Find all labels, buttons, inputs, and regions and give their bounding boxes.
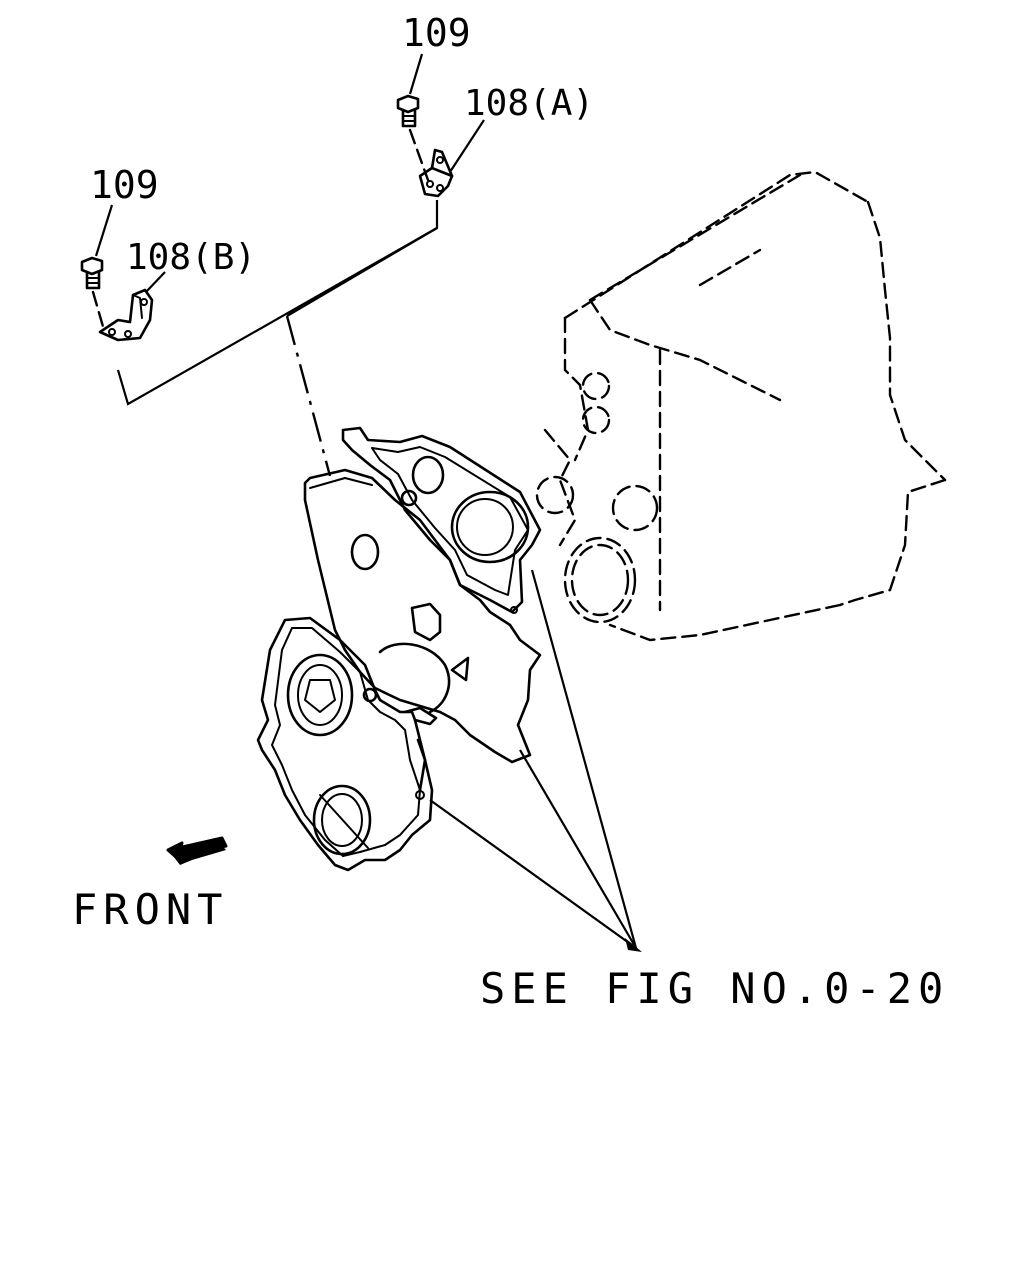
bracket-108b xyxy=(98,288,154,342)
bolt-109-b xyxy=(80,256,106,332)
timing-cover-rear-plate xyxy=(341,426,542,614)
reference-leaders xyxy=(429,569,642,952)
callout-108b: 108(B) xyxy=(126,237,256,278)
callout-108a: 108(A) xyxy=(464,83,594,124)
callout-109-top: 109 xyxy=(402,11,471,55)
see-fig-note: SEE FIG NO.0-20 xyxy=(480,964,949,1013)
front-label: FRONT xyxy=(72,885,228,934)
callout-109-left: 109 xyxy=(90,163,159,207)
bracket-108a xyxy=(418,148,454,198)
bolt-109-a xyxy=(396,94,430,182)
assembly-lines xyxy=(116,200,439,477)
front-arrow-icon xyxy=(166,836,228,865)
timing-cover-front xyxy=(256,616,438,872)
callout-leaders xyxy=(94,53,485,293)
engine-block xyxy=(535,170,947,642)
